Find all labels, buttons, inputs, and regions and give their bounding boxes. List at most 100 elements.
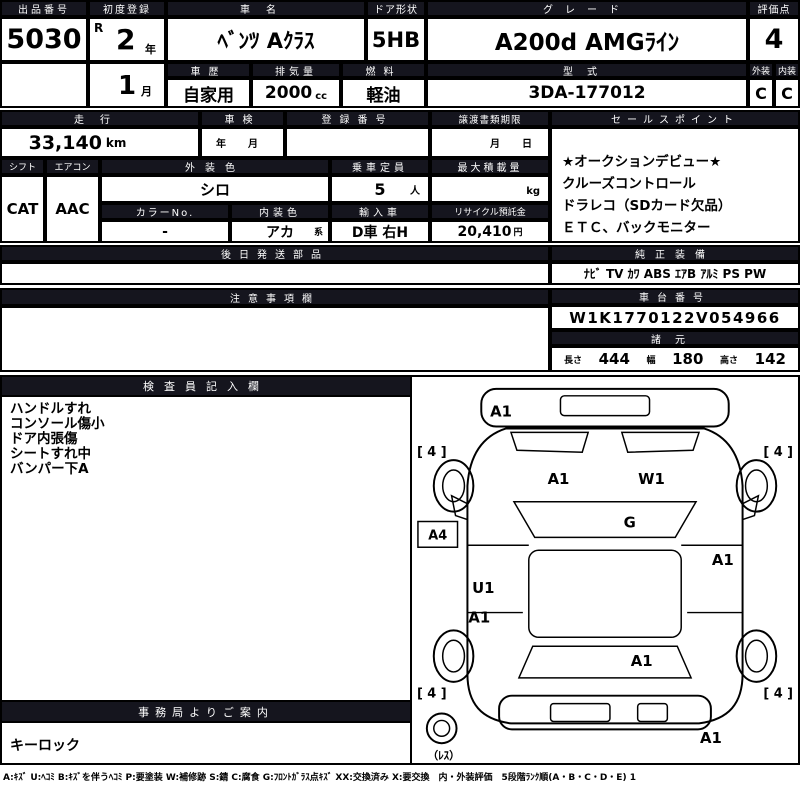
capacity-number: 5: [374, 179, 386, 199]
height-value: 142: [754, 350, 786, 368]
displacement-label: 排気量: [251, 62, 341, 78]
recycle-deposit-label: リサイクル預託金: [430, 203, 550, 220]
capacity-unit: 人: [410, 186, 420, 197]
sales-point-line: ＥＴＣ、バックモニター: [562, 220, 711, 236]
shift-label: シフト: [0, 158, 45, 175]
diagram-box: A1 [ 4 ] [ 4 ] [ 4 ] [ 4 ] A1 W1 G A4 A1…: [410, 375, 800, 765]
model-code-value: 3DA-177012: [426, 78, 748, 108]
dimensions-label: 諸元: [550, 330, 800, 346]
later-parts-label: 後日発送部品: [0, 245, 550, 262]
inspection-value: 年 月: [200, 127, 285, 158]
rear-bumper-outline: [498, 694, 712, 731]
fuel-label: 燃料: [341, 62, 426, 78]
car-name-value: ﾍﾞﾝﾂ Aｸﾗｽ: [166, 17, 366, 62]
rear-garnish: [636, 702, 669, 723]
left-fender-tag-box: [417, 520, 459, 548]
genuine-equipment-value: ﾅﾋﾞ TV ｶﾜ ABS ｴｱB ｱﾙﾐ PS PW: [550, 262, 800, 285]
recycle-deposit-number: 20,410: [457, 223, 512, 240]
caution-box: [0, 306, 550, 372]
spare-tire-inner: [433, 719, 451, 738]
dimensions-value: 長さ 444 幅 180 高さ 142: [550, 346, 800, 372]
office-notice-line: キーロック: [10, 738, 80, 754]
height-label: 高さ: [720, 355, 739, 366]
width-value: 180: [672, 350, 704, 368]
mark-left-door-upper: U1: [472, 580, 494, 597]
mark-spare-tire: （ﾚｽ）: [427, 749, 460, 762]
transfer-deadline-label: 譲渡書類期限: [430, 110, 550, 127]
mark-left-door-lower: A1: [468, 609, 490, 626]
spare-tire-outline: [425, 712, 458, 745]
wheel-front-left-inner: [441, 469, 466, 503]
first-reg-month-unit: 月: [141, 85, 152, 98]
shift-value: CAT: [0, 175, 45, 243]
mark-hood-right: W1: [638, 471, 665, 488]
registration-no-label: 登録番号: [285, 110, 430, 127]
wheel-rear-left: [432, 629, 475, 683]
interior-color-name: アカ: [266, 224, 294, 241]
mark-tire-rear-left: [ 4 ]: [417, 687, 447, 702]
model-code-label: 型式: [426, 62, 748, 78]
wheel-front-left: [432, 459, 475, 513]
first-registration-year-cell: R 2 年: [88, 17, 166, 62]
front-plate: [559, 395, 651, 417]
exhibit-no-label: 出品番号: [0, 0, 88, 17]
mileage-number: 33,140: [28, 131, 102, 154]
interior-color-unit: 系: [313, 228, 323, 238]
interior-grade-value: C: [774, 78, 800, 108]
wheel-rear-right: [735, 629, 778, 683]
score-label: 評価点: [748, 0, 800, 17]
history-value: 自家用: [166, 78, 251, 108]
displacement-number: 2000: [264, 83, 313, 103]
legend-text: A:ｷｽﾞ U:ﾍｺﾐ B:ｷｽﾞを伴うﾍｺﾐ P:要塗装 W:補修跡 S:錆 …: [3, 773, 636, 783]
mark-tire-front-right: [ 4 ]: [763, 445, 793, 460]
sales-point-line: ★オークションデビュー★: [562, 154, 722, 170]
exterior-color-label: 外装色: [100, 158, 330, 175]
aircon-value: AAC: [45, 175, 100, 243]
aircon-label: エアコン: [45, 158, 100, 175]
mark-tire-rear-right: [ 4 ]: [763, 687, 793, 702]
recycle-deposit-unit: 円: [513, 228, 523, 238]
capacity-label: 乗車定員: [330, 158, 430, 175]
exhibit-no-empty-cell: [0, 62, 88, 108]
first-reg-year-unit: 年: [145, 43, 156, 56]
grade-value: A200d AMGﾗｲﾝ: [426, 17, 748, 62]
sales-point-line: ドラレコ（SDカード欠品）: [562, 198, 732, 214]
first-reg-year: 2: [116, 23, 136, 56]
width-label: 幅: [646, 355, 656, 366]
inspector-note-line: ドア内張傷: [10, 431, 78, 447]
headlight-left: [509, 431, 590, 453]
interior-color-label: 内装色: [230, 203, 330, 220]
registration-no-value: [285, 127, 430, 158]
mileage-label: 走行: [0, 110, 200, 127]
rear-window-outline: [517, 645, 693, 679]
roof-outline: [528, 549, 682, 639]
history-label: 車歴: [166, 62, 251, 78]
import-type-label: 輸入車: [330, 203, 430, 220]
displacement-unit: cc: [315, 91, 328, 102]
inspector-note-line: シートすれ中: [10, 446, 91, 462]
body-outline: [466, 427, 744, 725]
inspector-note-line: コンソール傷小: [10, 416, 105, 432]
sales-points-label: セールスポイント: [550, 110, 800, 127]
mark-windshield: G: [624, 514, 636, 531]
interior-grade-label: 内装: [774, 62, 800, 78]
car-outline-group: [417, 387, 778, 745]
first-registration-month-cell: 1 月: [88, 62, 166, 108]
max-load-unit: kg: [526, 186, 540, 197]
mark-tire-front-left: [ 4 ]: [417, 445, 447, 460]
windshield-outline: [512, 500, 698, 539]
exterior-color-value: シロ: [100, 175, 330, 203]
score-value: 4: [748, 17, 800, 62]
office-notice-label: 事務局よりご案内: [2, 700, 410, 723]
capacity-value: 5 人: [330, 175, 430, 203]
exhibit-no-value: 5030: [0, 17, 88, 62]
door-shape-label: ドア形状: [366, 0, 426, 17]
length-label: 長さ: [564, 355, 583, 366]
genuine-equipment-label: 純正装備: [550, 245, 800, 262]
color-no-label: カラーNo.: [100, 203, 230, 220]
inspection-label: 車検: [200, 110, 285, 127]
wheel-front-right-inner: [744, 469, 769, 503]
mileage-unit: km: [105, 135, 127, 150]
later-parts-value: [0, 262, 550, 285]
